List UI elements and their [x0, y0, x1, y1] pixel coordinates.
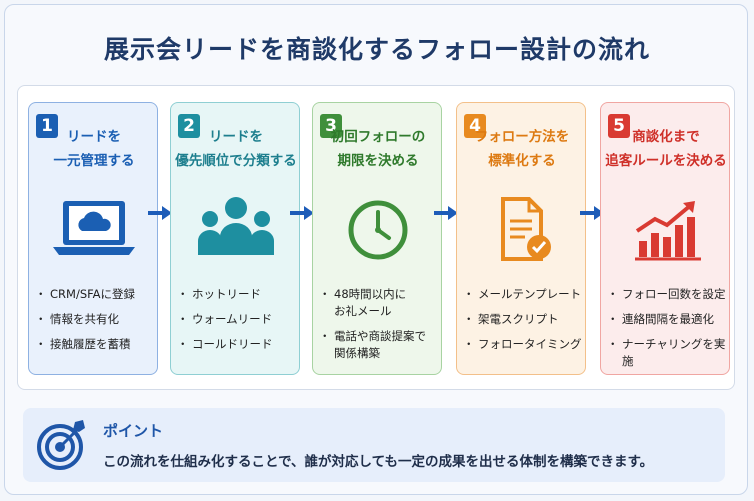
flow-arrow-icon	[290, 206, 314, 220]
list-item: メールテンプレート	[463, 286, 585, 303]
step-title: フォロー方法を 標準化する	[457, 125, 587, 173]
flow-arrow-icon	[148, 206, 172, 220]
step-bullet-list: 48時間以内に お礼メール 電話や商談提案で 関係構築	[319, 286, 441, 370]
step-bullet-list: CRM/SFAに登録 情報を共有化 接触履歴を蓄積	[35, 286, 157, 361]
step-title-line: 一元管理する	[53, 153, 135, 169]
list-item: フォロータイミング	[463, 336, 585, 353]
step-title: リードを 一元管理する	[29, 125, 159, 173]
step-title-line: リードを	[209, 129, 263, 145]
step-title-line: 優先順位で分類する	[175, 153, 297, 169]
step-card-1: 1 リードを 一元管理する CRM/SFAに登録 情報を共有化 接触履歴を蓄積	[28, 102, 158, 375]
step-number-badge: 4	[464, 114, 486, 138]
clock-icon	[348, 200, 408, 260]
step-title-line: 期限を決める	[337, 153, 419, 169]
list-item: CRM/SFAに登録	[35, 286, 157, 303]
step-number-badge: 2	[178, 114, 200, 138]
list-item: 48時間以内に お礼メール	[319, 286, 419, 320]
list-item: 情報を共有化	[35, 311, 157, 328]
step-card-2: 2 リードを 優先順位で分類する ホットリード ウォームリード コールドリード	[170, 102, 300, 375]
step-number-badge: 3	[320, 114, 342, 138]
growth-chart-icon	[635, 201, 701, 261]
point-heading: ポイント	[103, 422, 164, 440]
step-bullet-list: ホットリード ウォームリード コールドリード	[177, 286, 299, 361]
list-item: 電話や商談提案で 関係構築	[319, 328, 434, 362]
step-title: リードを 優先順位で分類する	[171, 125, 301, 173]
list-item: コールドリード	[177, 336, 299, 353]
list-item: 連絡間隔を最適化	[607, 311, 729, 328]
step-title-line: 標準化する	[488, 153, 556, 169]
step-title-line: 商談化まで	[632, 129, 700, 145]
target-icon	[37, 420, 85, 470]
list-item: ホットリード	[177, 286, 299, 303]
list-item: 接触履歴を蓄積	[35, 336, 157, 353]
laptop-cloud-icon	[53, 201, 135, 255]
step-title-line: フォロー方法を	[474, 129, 570, 145]
step-title: 初回フォローの 期限を決める	[313, 125, 443, 173]
step-number-badge: 1	[36, 114, 58, 138]
step-title-line: 初回フォローの	[330, 129, 426, 145]
step-title: 商談化まで 追客ルールを決める	[601, 125, 731, 173]
list-item: ウォームリード	[177, 311, 299, 328]
step-number-badge: 5	[608, 114, 630, 138]
flow-arrow-icon	[434, 206, 458, 220]
flow-arrow-icon	[580, 206, 604, 220]
step-bullet-list: フォロー回数を設定 連絡間隔を最適化 ナーチャリングを実施	[607, 286, 729, 378]
step-bullet-list: メールテンプレート 架電スクリプト フォロータイミング	[463, 286, 585, 361]
step-title-line: リードを	[67, 129, 121, 145]
people-group-icon	[198, 197, 274, 255]
page-title: 展示会リードを商談化するフォロー設計の流れ	[103, 35, 650, 64]
list-item: フォロー回数を設定	[607, 286, 729, 303]
step-title-line: 追客ルールを決める	[605, 153, 727, 169]
document-check-icon	[501, 197, 551, 261]
step-card-5: 5 商談化まで 追客ルールを決める フォロー回数を設定 連絡間隔を最適化 ナーチ…	[600, 102, 730, 375]
list-item: ナーチャリングを実施	[607, 336, 729, 370]
point-text: この流れを仕組み化することで、誰が対応しても一定の成果を出せる体制を構築できます…	[103, 454, 654, 470]
list-item: 架電スクリプト	[463, 311, 585, 328]
step-card-4: 4 フォロー方法を 標準化する メールテンプレート 架電スクリプト フォロータイ…	[456, 102, 586, 375]
point-box: ポイント この流れを仕組み化することで、誰が対応しても一定の成果を出せる体制を構…	[23, 408, 725, 482]
step-card-3: 3 初回フォローの 期限を決める 48時間以内に お礼メール 電話や商談提案で …	[312, 102, 442, 375]
